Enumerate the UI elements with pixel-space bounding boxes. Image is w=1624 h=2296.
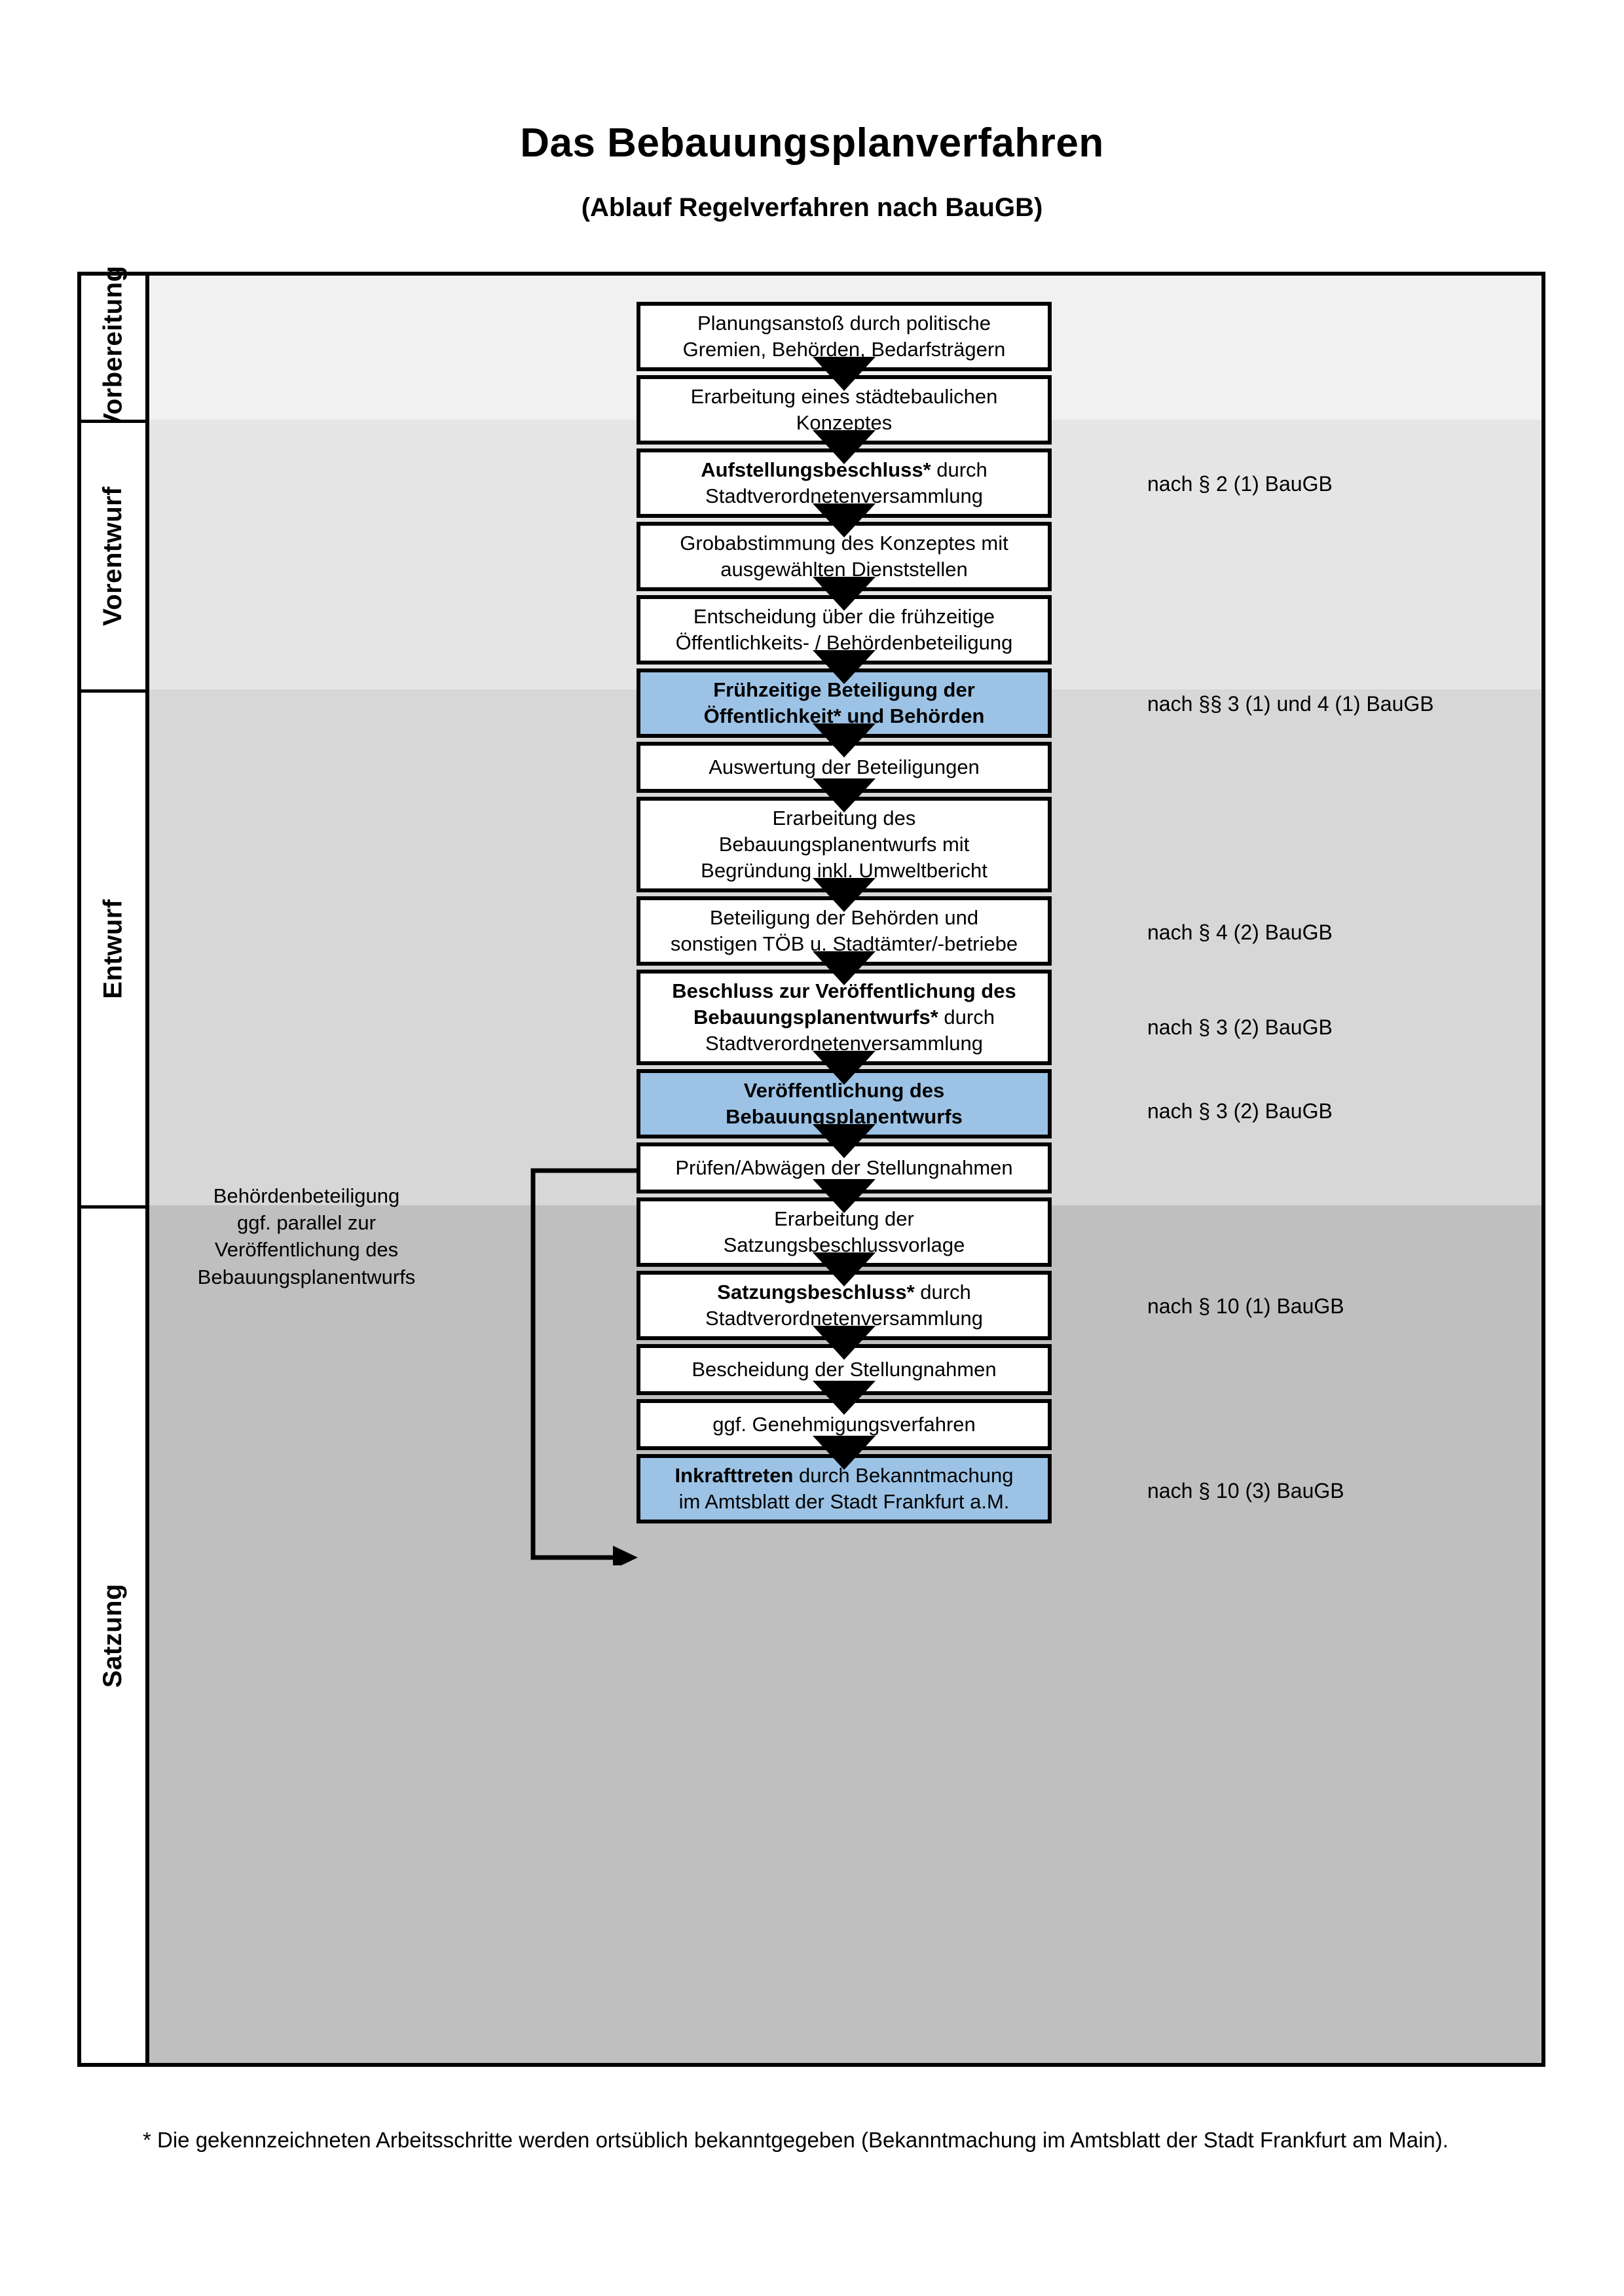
step-text: Aufstellungsbeschluss* durch Stadtverord… bbox=[694, 457, 994, 510]
arrow-down-icon-4 bbox=[813, 577, 876, 611]
legal-ref-par4-2: nach § 4 (2) BauGB bbox=[1147, 920, 1333, 944]
legal-ref-par3-2a: nach § 3 (2) BauGB bbox=[1147, 1015, 1333, 1039]
title-block: Das Bebauungsplanverfahren (Ablauf Regel… bbox=[0, 120, 1624, 223]
step-text: Grobabstimmung des Konzeptes mit ausgewä… bbox=[673, 530, 1014, 583]
step-text: Erarbeitung eines städtebaulichen Konzep… bbox=[684, 384, 1005, 437]
step-line-1: Planungsanstoß durch politische bbox=[697, 311, 991, 335]
arrow-down-icon-8 bbox=[813, 878, 876, 912]
page-title: Das Bebauungsplanverfahren bbox=[520, 120, 1104, 166]
step-bold-text: Bebauungsplanentwurfs* bbox=[693, 1005, 938, 1029]
step-text: ggf. Genehmigungsverfahren bbox=[706, 1412, 982, 1438]
flowchart-frame: Vorbereitung Vorentwurf Entwurf Satzung … bbox=[77, 265, 1545, 2067]
step-box-inkrafttreten[interactable]: Inkrafttreten durch Bekanntmachung im Am… bbox=[637, 1454, 1052, 1523]
arrow-down-icon-14 bbox=[813, 1326, 876, 1360]
arrow-down-icon-12 bbox=[813, 1179, 876, 1213]
arrow-down-icon-10 bbox=[813, 1051, 876, 1085]
step-line-2: im Amtsblatt der Stadt Frankfurt a.M. bbox=[678, 1490, 1010, 1513]
phase-cell-satzung: Satzung bbox=[81, 1205, 145, 2063]
step-text: Beschluss zur Veröffentlichung des Bebau… bbox=[665, 978, 1022, 1057]
step-text: Auswertung der Beteiligungen bbox=[702, 754, 986, 780]
arrow-down-icon-5 bbox=[813, 650, 876, 684]
arrow-down-icon-1 bbox=[813, 357, 876, 391]
step-text: Planungsanstoß durch politische Gremien,… bbox=[676, 310, 1012, 363]
step-text: Bescheidung der Stellungnahmen bbox=[685, 1357, 1003, 1383]
step-line-1: Prüfen/Abwägen der Stellungnahmen bbox=[675, 1156, 1013, 1179]
phase-label-entwurf: Entwurf bbox=[98, 899, 128, 999]
side-note-line-3: Veröffentlichung des bbox=[214, 1238, 399, 1262]
step-line-2: Bebauungsplanentwurfs mit bbox=[718, 832, 970, 856]
phase-cell-vorentwurf: Vorentwurf bbox=[81, 420, 145, 689]
phase-label-vorbereitung: Vorbereitung bbox=[98, 265, 128, 430]
arrow-down-icon-13 bbox=[813, 1252, 876, 1286]
side-note-line-1: Behördenbeteiligung bbox=[213, 1184, 400, 1207]
phase-label-vorentwurf: Vorentwurf bbox=[98, 486, 128, 627]
side-note-line-4: Bebauungsplanentwurfs bbox=[197, 1265, 416, 1288]
legal-ref-par3-4: nach §§ 3 (1) und 4 (1) BauGB bbox=[1147, 692, 1434, 716]
arrow-down-icon-16 bbox=[813, 1436, 876, 1470]
step-text: Prüfen/Abwägen der Stellungnahmen bbox=[669, 1155, 1019, 1181]
step-plain-text: durch bbox=[938, 1005, 995, 1029]
step-line-2: Bebauungsplanentwurfs* durch bbox=[672, 1004, 1016, 1030]
step-line-1: Satzungsbeschluss* durch bbox=[705, 1279, 983, 1305]
step-text: Frühzeitige Beteiligung der Öffentlichke… bbox=[697, 677, 991, 730]
side-note-behoerdenbeteiligung: Behördenbeteiligung ggf. parallel zur Ve… bbox=[169, 1182, 444, 1290]
step-line-1: Auswertung der Beteiligungen bbox=[709, 755, 980, 778]
footnote-text: * Die gekennzeichneten Arbeitsschritte w… bbox=[143, 2128, 1449, 2152]
step-plain-text: durch bbox=[914, 1280, 971, 1303]
arrow-down-icon-3 bbox=[813, 503, 876, 538]
step-text: Erarbeitung des Bebauungsplanentwurfs mi… bbox=[694, 805, 994, 884]
phase-sidebar: Vorbereitung Vorentwurf Entwurf Satzung bbox=[81, 265, 149, 2063]
step-plain-text: durch bbox=[931, 458, 987, 481]
step-line-1: Bescheidung der Stellungnahmen bbox=[692, 1357, 997, 1381]
arrow-down-icon-11 bbox=[813, 1124, 876, 1158]
legal-ref-par3-2b: nach § 3 (2) BauGB bbox=[1147, 1099, 1333, 1123]
step-text: Inkrafttreten durch Bekanntmachung im Am… bbox=[669, 1463, 1020, 1516]
arrow-down-icon-2 bbox=[813, 430, 876, 464]
legal-ref-par2: nach § 2 (1) BauGB bbox=[1147, 472, 1333, 496]
step-text: Veröffentlichung des Bebauungsplanentwur… bbox=[719, 1078, 969, 1131]
flowchart-content: Behördenbeteiligung ggf. parallel zur Ve… bbox=[149, 276, 1541, 2063]
step-line-1: Inkrafttreten durch Bekanntmachung bbox=[675, 1463, 1014, 1489]
step-text: Entscheidung über die frühzeitige Öffent… bbox=[669, 604, 1020, 657]
phase-cell-entwurf: Entwurf bbox=[81, 689, 145, 1205]
arrow-down-icon-15 bbox=[813, 1381, 876, 1415]
step-text: Beteiligung der Behörden und sonstigen T… bbox=[664, 905, 1024, 958]
arrow-down-icon-7 bbox=[813, 778, 876, 812]
side-note-line-2: ggf. parallel zur bbox=[237, 1211, 376, 1235]
phase-cell-vorbereitung: Vorbereitung bbox=[81, 265, 145, 430]
legal-ref-par10-1: nach § 10 (1) BauGB bbox=[1147, 1294, 1344, 1318]
bracket-connector bbox=[530, 1168, 638, 1565]
step-bold-text: Inkrafttreten bbox=[674, 1463, 794, 1487]
phase-label-satzung: Satzung bbox=[98, 1583, 128, 1688]
arrow-down-icon-9 bbox=[813, 951, 876, 985]
arrow-down-icon-6 bbox=[813, 723, 876, 757]
step-text: Satzungsbeschluss* durch Stadtverordnete… bbox=[699, 1279, 989, 1332]
step-line-1: ggf. Genehmigungsverfahren bbox=[712, 1412, 976, 1436]
step-text: Erarbeitung der Satzungsbeschlussvorlage bbox=[717, 1206, 972, 1259]
legal-ref-par10-3: nach § 10 (3) BauGB bbox=[1147, 1479, 1344, 1503]
page-subtitle: (Ablauf Regelverfahren nach BauGB) bbox=[581, 193, 1043, 223]
